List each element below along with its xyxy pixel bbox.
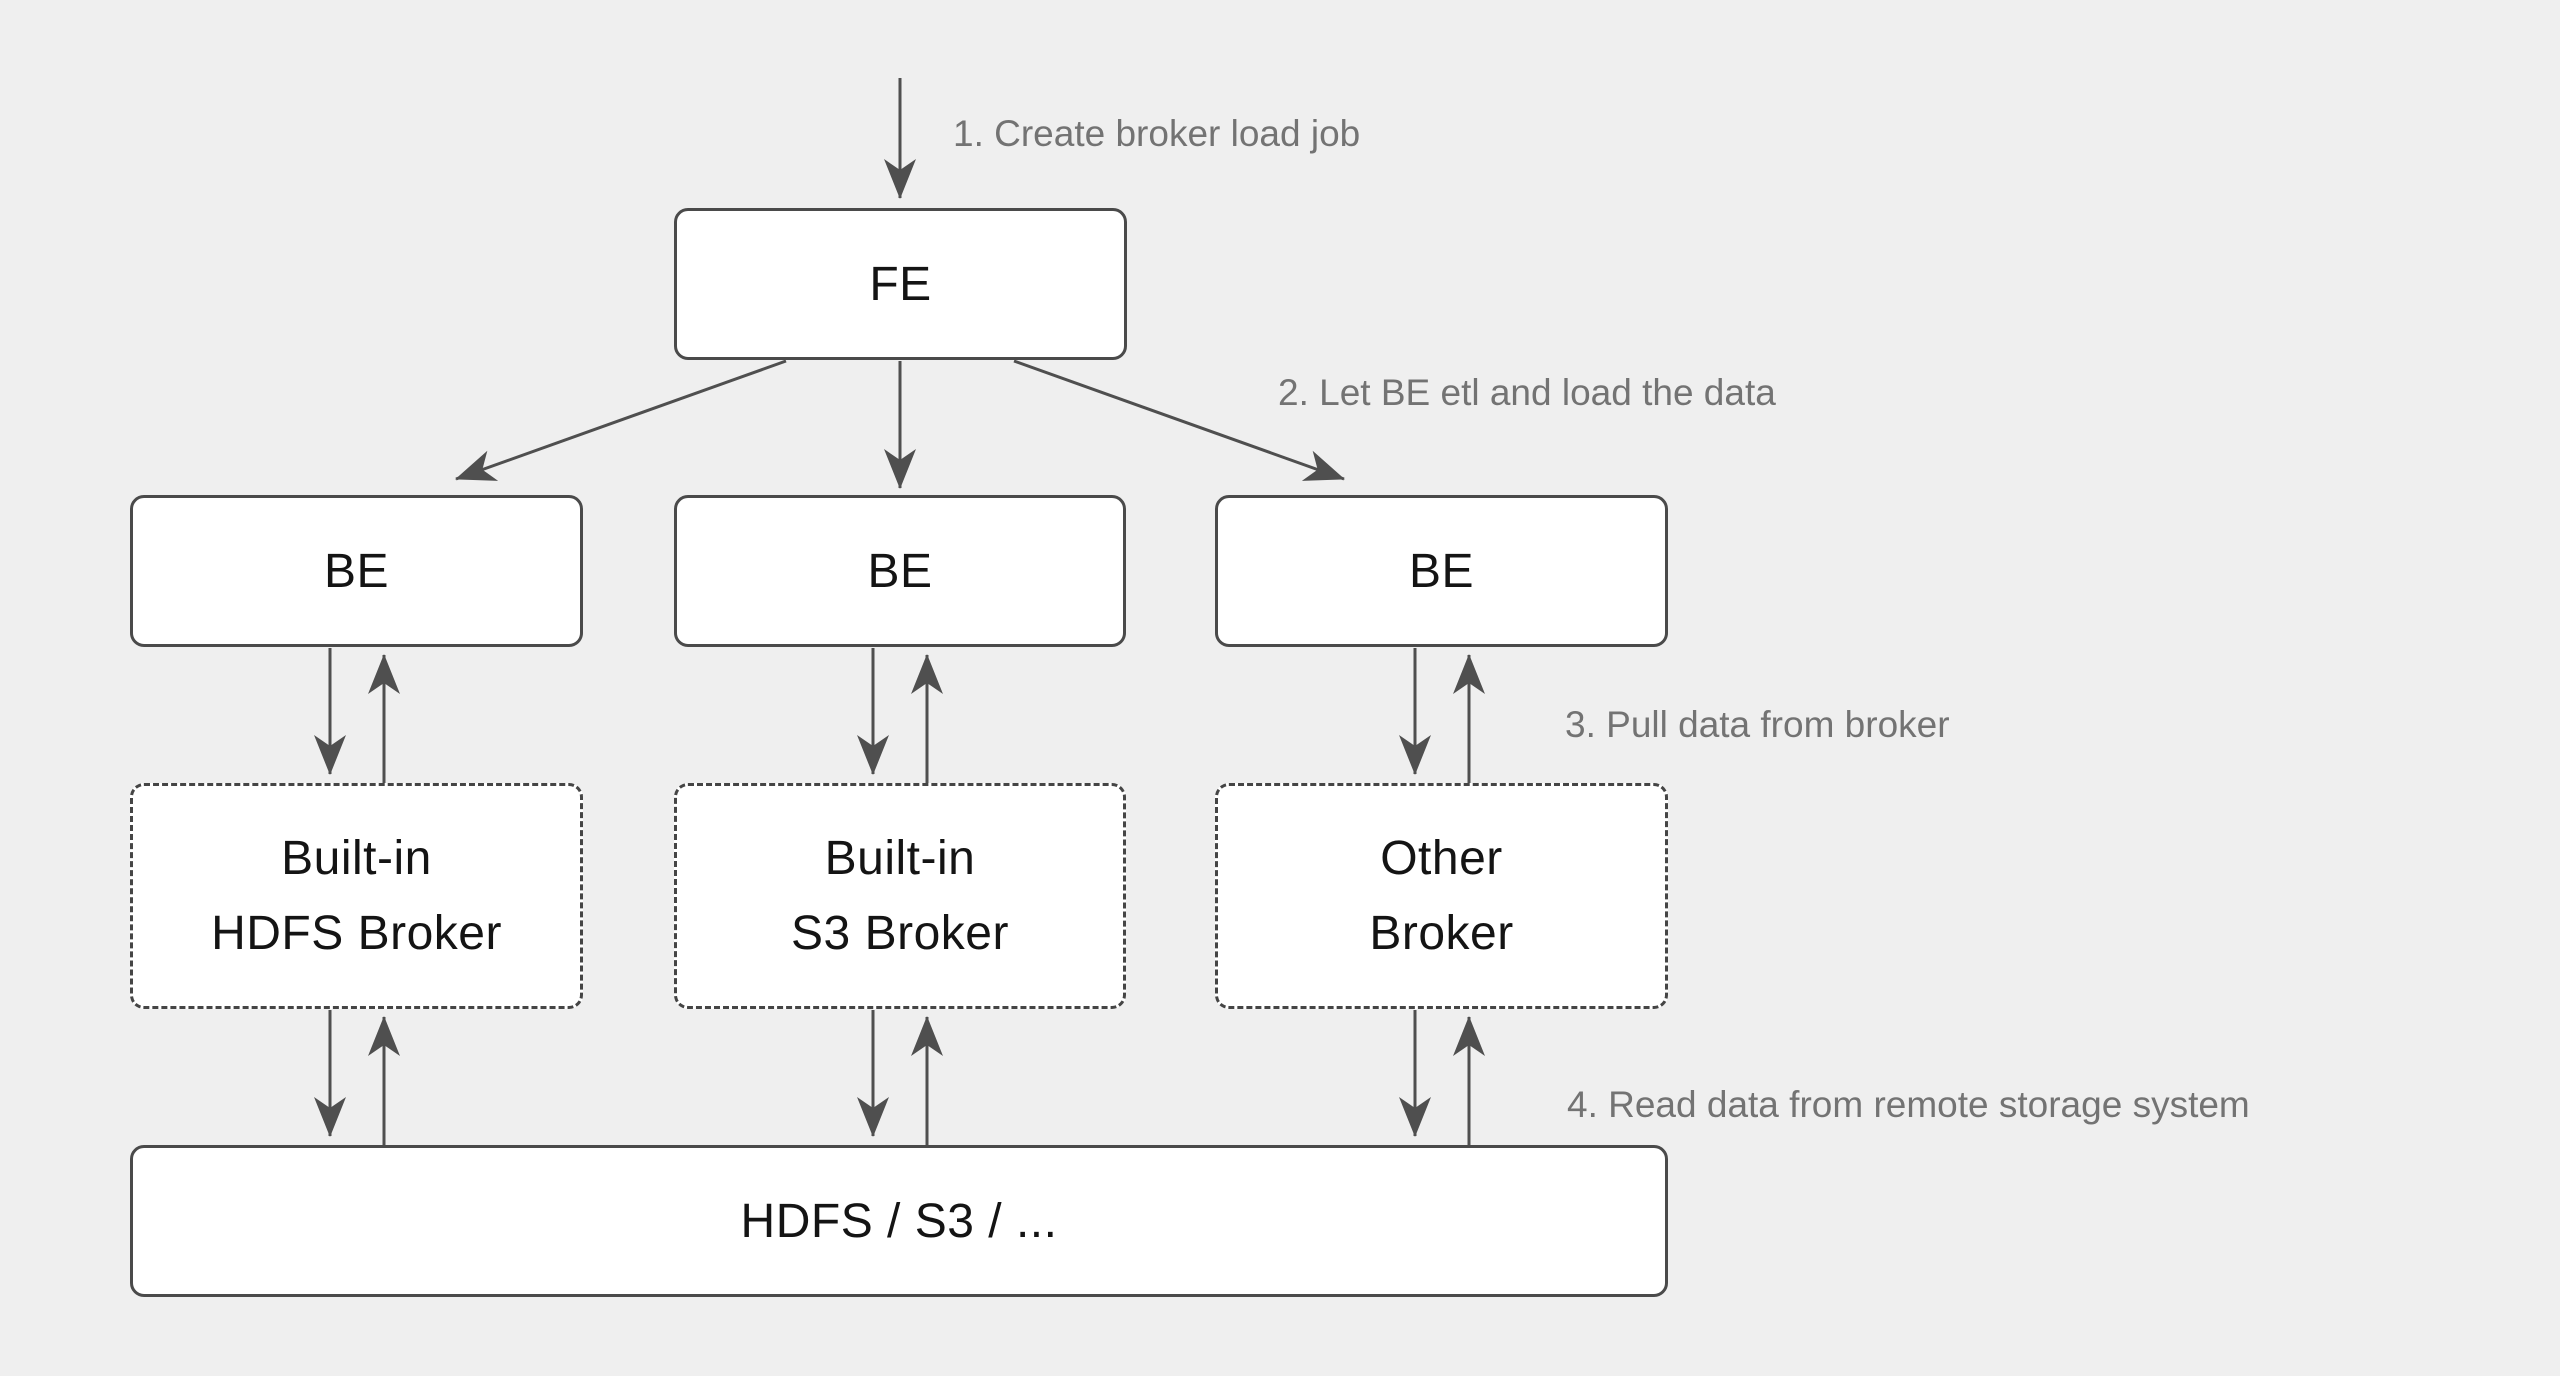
step2-annotation: 2. Let BE etl and load the data <box>1278 372 1776 413</box>
other-broker-label-line1: Other <box>1380 832 1503 885</box>
other-broker-node: Other Broker <box>1215 783 1668 1009</box>
arrow-fe-to-be1 <box>455 359 787 481</box>
s3-broker-node: Built-in S3 Broker <box>674 783 1126 1009</box>
fe-node: FE <box>674 208 1127 360</box>
step3-annotation: 3. Pull data from broker <box>1565 704 1950 745</box>
be-node-2: BE <box>674 495 1126 647</box>
fe-node-label: FE <box>869 257 932 311</box>
s3-broker-label-line1: Built-in <box>824 832 976 885</box>
be-node-1-label: BE <box>323 544 390 598</box>
s3-broker-label-line2: S3 Broker <box>791 907 1009 960</box>
be-node-1: BE <box>130 495 583 647</box>
hdfs-broker-label-line2: HDFS Broker <box>211 907 502 960</box>
hdfs-broker-label-line1: Built-in <box>281 832 432 885</box>
remote-storage-node: HDFS / S3 / ... <box>130 1145 1668 1297</box>
step4-annotation: 4. Read data from remote storage system <box>1567 1084 2250 1125</box>
remote-storage-label: HDFS / S3 / ... <box>740 1194 1058 1248</box>
be-node-3-label: BE <box>1408 544 1475 598</box>
be-node-3: BE <box>1215 495 1668 647</box>
hdfs-broker-node: Built-in HDFS Broker <box>130 783 583 1009</box>
step1-annotation: 1. Create broker load job <box>953 113 1361 154</box>
other-broker-label-line2: Broker <box>1369 907 1514 960</box>
be-node-2-label: BE <box>867 544 933 598</box>
